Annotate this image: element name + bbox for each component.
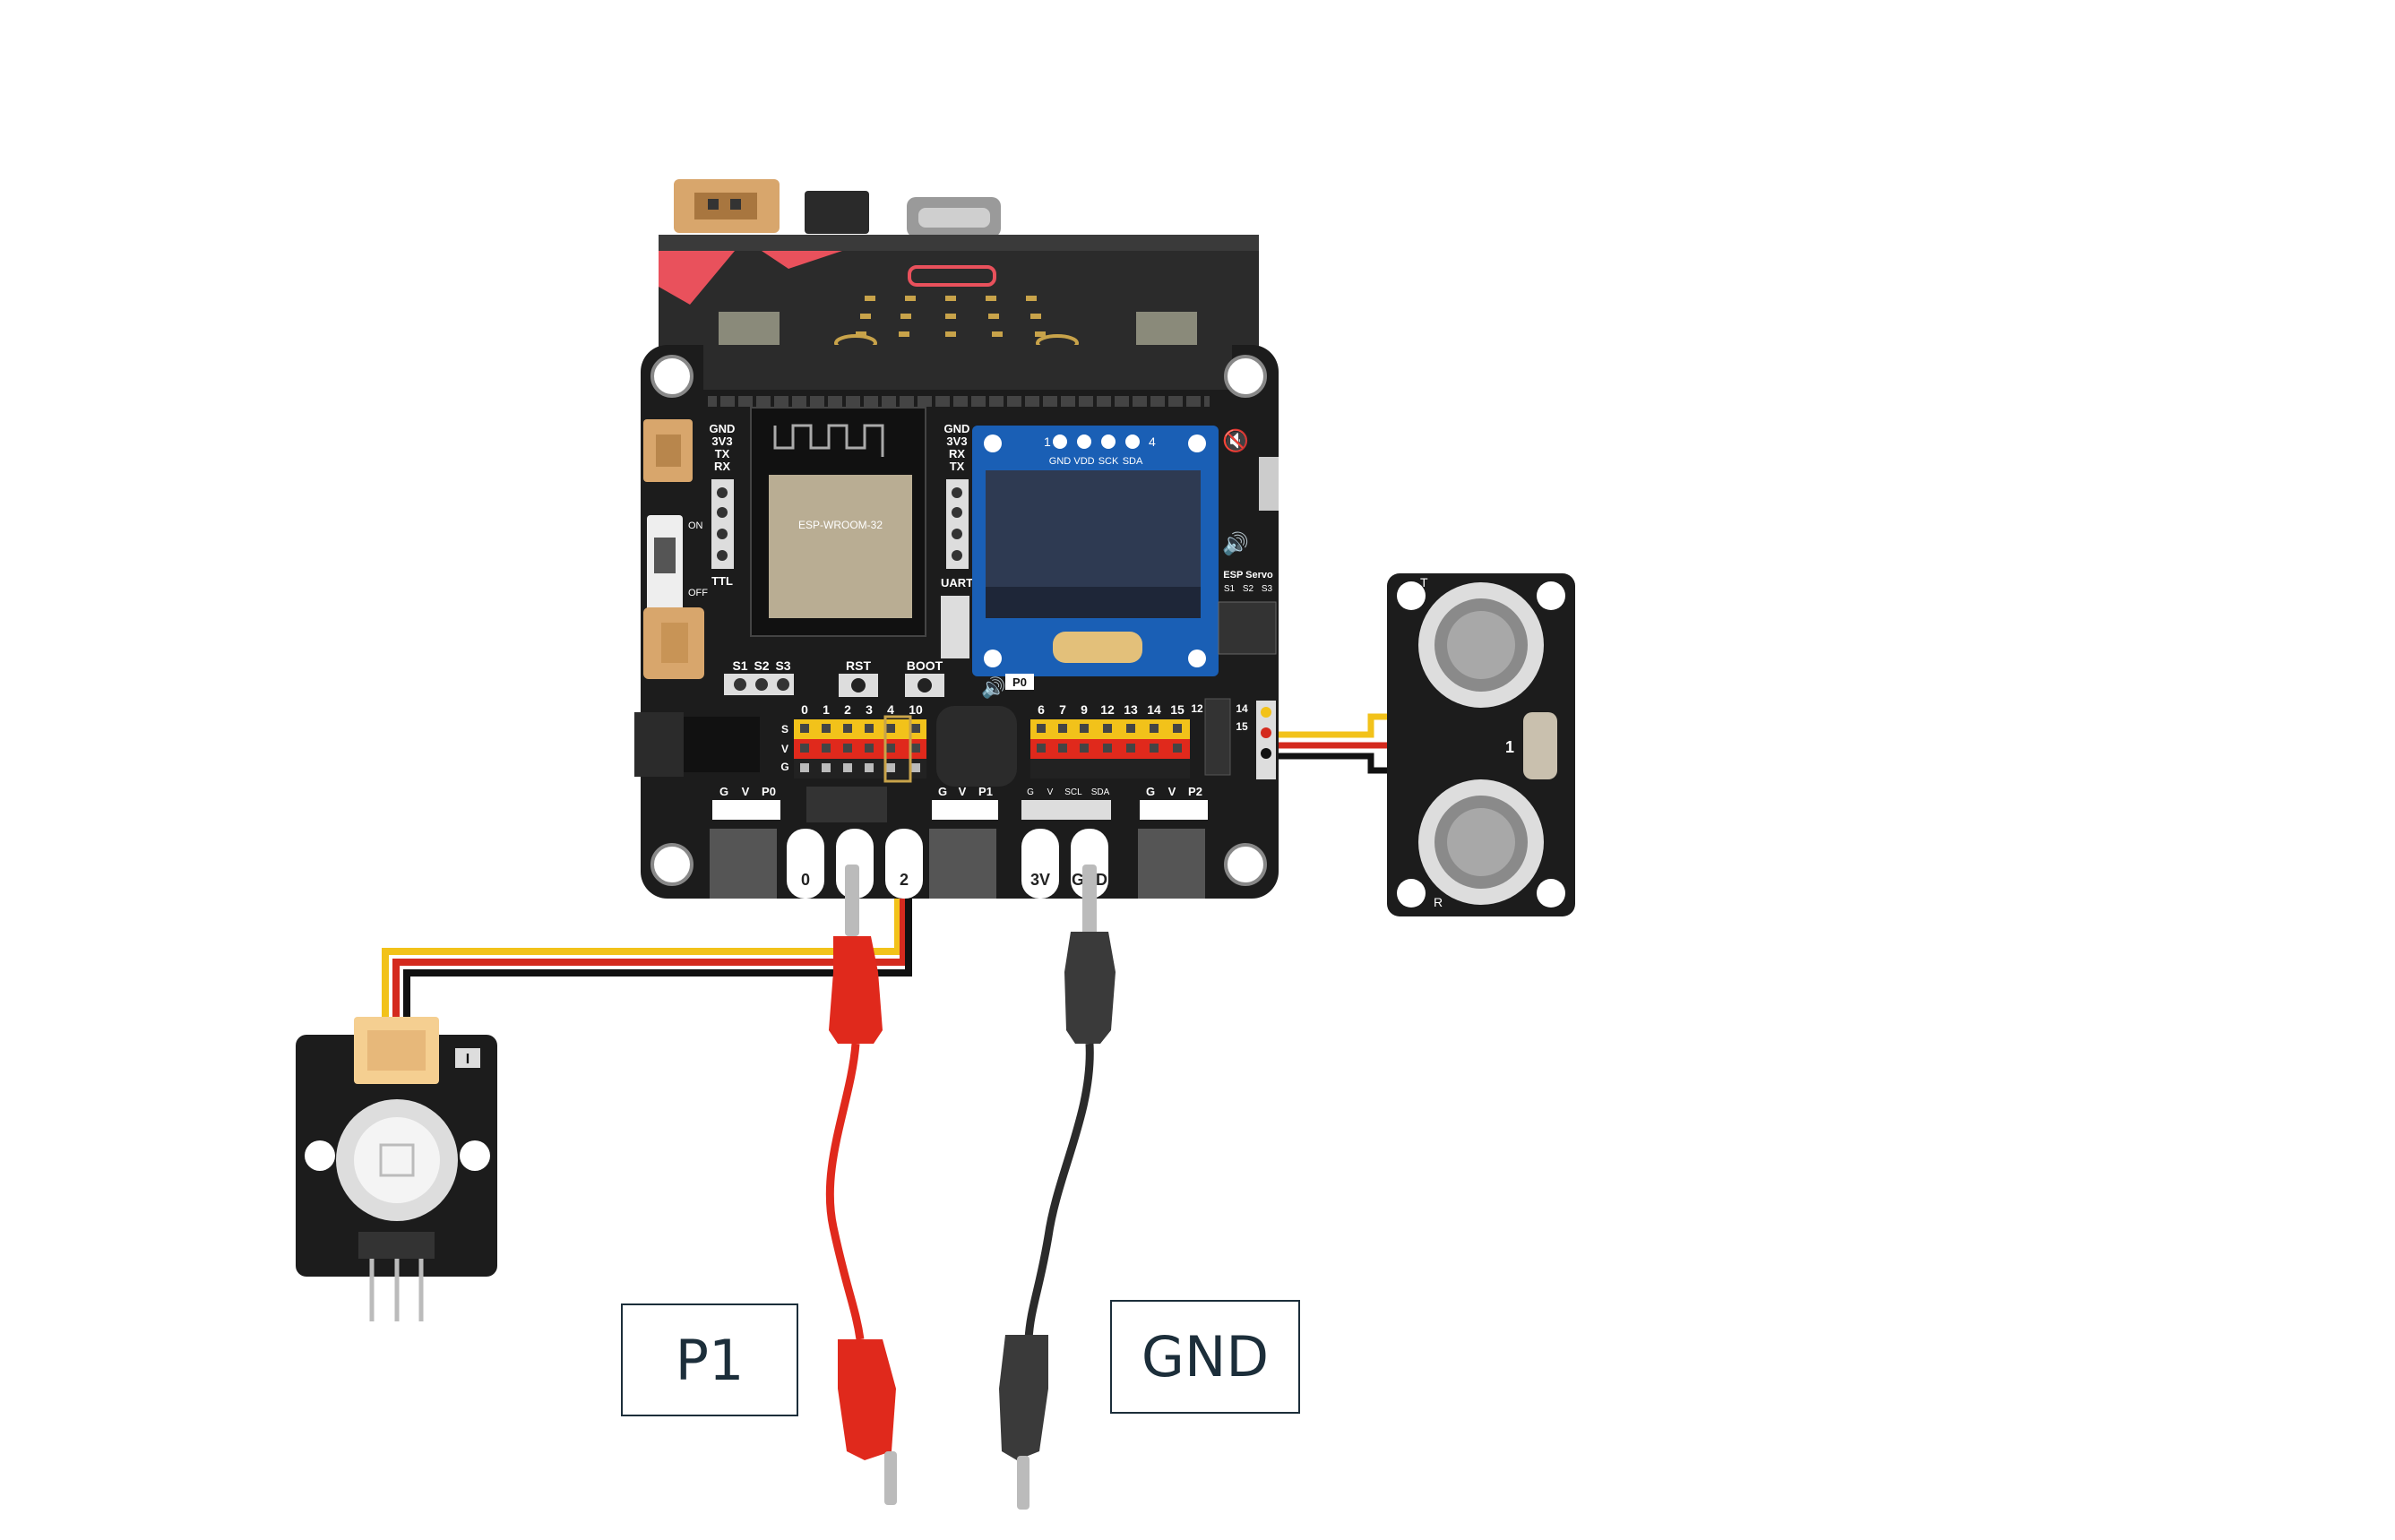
i2c-v: V [1047,787,1054,797]
pir-sensor: I [296,1017,497,1321]
pir-marker: I [466,1052,470,1067]
left-header-pin-2: 3V3 [711,434,732,448]
ultrasonic-r-mark: R [1434,895,1443,909]
left-header-pin-3: TX [715,447,730,460]
gpio-num-13: 13 [1124,702,1138,717]
gpio-header-right [1030,719,1190,779]
oled-display: 1 4 GND VDD SCK SDA [972,426,1219,676]
expansion-board: ON OFF GND 3V3 TX RX TTL GND 3V3 RX TX U… [634,345,1279,899]
left-header-pin-4: RX [714,460,730,473]
switch-on-label: ON [688,521,703,531]
gpio-num-2: 2 [844,702,851,717]
speaker-small-icon: 🔊 [981,675,1005,700]
oled-pin-sck: SCK [1098,456,1119,467]
right-header-pin-1: GND [944,422,970,435]
port-p0-v: V [742,785,750,798]
gvs-s: S [781,723,788,736]
port-p2-g: G [1146,785,1155,798]
right-header-pin-3: RX [949,447,965,460]
gpio-num-12: 12 [1100,702,1115,717]
ttl-label: TTL [711,574,733,588]
servo-s1: S1 [1224,584,1236,594]
gvs-g: G [780,761,788,773]
gpio-num-1: 1 [823,702,830,717]
port-p0-g: G [719,785,728,798]
oled-pin-number-left: 1 [1044,434,1051,449]
switch-off-label: OFF [688,588,708,598]
i2c-sda: SDA [1091,787,1110,797]
button-s2-label: S2 [754,658,769,673]
gnd-label-box: GND [1110,1300,1300,1414]
left-header-pin-1: GND [710,422,736,435]
gpio-num-7: 7 [1059,702,1066,717]
right-header-pin-2: 3V3 [946,434,967,448]
edge-pad-3v-label: 3V [1030,871,1050,889]
uart-label: UART [941,576,973,589]
edge-pad-0-label: 0 [801,871,810,889]
gpio-num-15: 15 [1170,702,1185,717]
button-s3-label: S3 [775,658,790,673]
port-p1-p1: P1 [978,785,993,798]
edge-pad-2-label: 2 [900,871,909,889]
ultrasonic-t-mark: T [1420,575,1428,589]
black-clip-lead [999,865,1116,1510]
gpio-num-0: 0 [801,702,808,717]
esp32-module: ESP-WROOM-32 [750,407,926,637]
gpio-num-6: 6 [1038,702,1045,717]
oled-pin-number-right: 4 [1149,434,1156,449]
port-p2-v: V [1168,785,1176,798]
port-p0-p0: P0 [762,785,776,798]
side-pin-12: 12 [1191,702,1203,715]
ultrasonic-cable [1272,713,1393,774]
oled-pin-sda: SDA [1123,456,1143,467]
buzzer-switch[interactable] [1259,457,1279,511]
servo-s2: S2 [1243,584,1254,594]
port-p1-v: V [959,785,967,798]
rst-label: RST [846,658,871,673]
i2c-scl: SCL [1064,787,1082,797]
mute-icon: 🔇 [1222,428,1249,453]
boot-label: BOOT [907,658,943,673]
red-clip-lead [825,865,897,1505]
port-p2-p2: P2 [1188,785,1202,798]
ultrasonic-sensor: T R 1 [1387,573,1575,916]
servo-s3: S3 [1262,584,1273,594]
esp-servo-label: ESP Servo [1223,570,1273,581]
gpio-header-left [794,715,926,783]
side-pin-14: 14 [1236,702,1248,715]
port-p1-g: G [938,785,947,798]
edge-pads: 0 1 2 3V GND [787,829,1108,899]
gpio-num-4: 4 [887,702,894,717]
gpio-num-10: 10 [909,702,923,717]
gpio-num-14: 14 [1147,702,1161,717]
p0-tag: P0 [1012,675,1027,689]
gpio-num-3: 3 [866,702,873,717]
oled-pin-gnd: GND [1049,456,1072,467]
ultrasonic-crystal-mark: 1 [1505,738,1514,756]
gpio-num-9: 9 [1081,702,1088,717]
oled-pin-vdd: VDD [1073,456,1094,467]
i2c-g: G [1027,787,1034,797]
p1-label-box: P1 [621,1303,798,1416]
right-header-pin-4: TX [950,460,965,473]
wifi-module-name: ESP-WROOM-32 [798,519,883,531]
gvs-v: V [781,743,788,755]
side-pin-15: 15 [1236,720,1248,733]
speaker-icon: 🔊 [1222,530,1249,556]
button-s1-label: S1 [732,658,747,673]
